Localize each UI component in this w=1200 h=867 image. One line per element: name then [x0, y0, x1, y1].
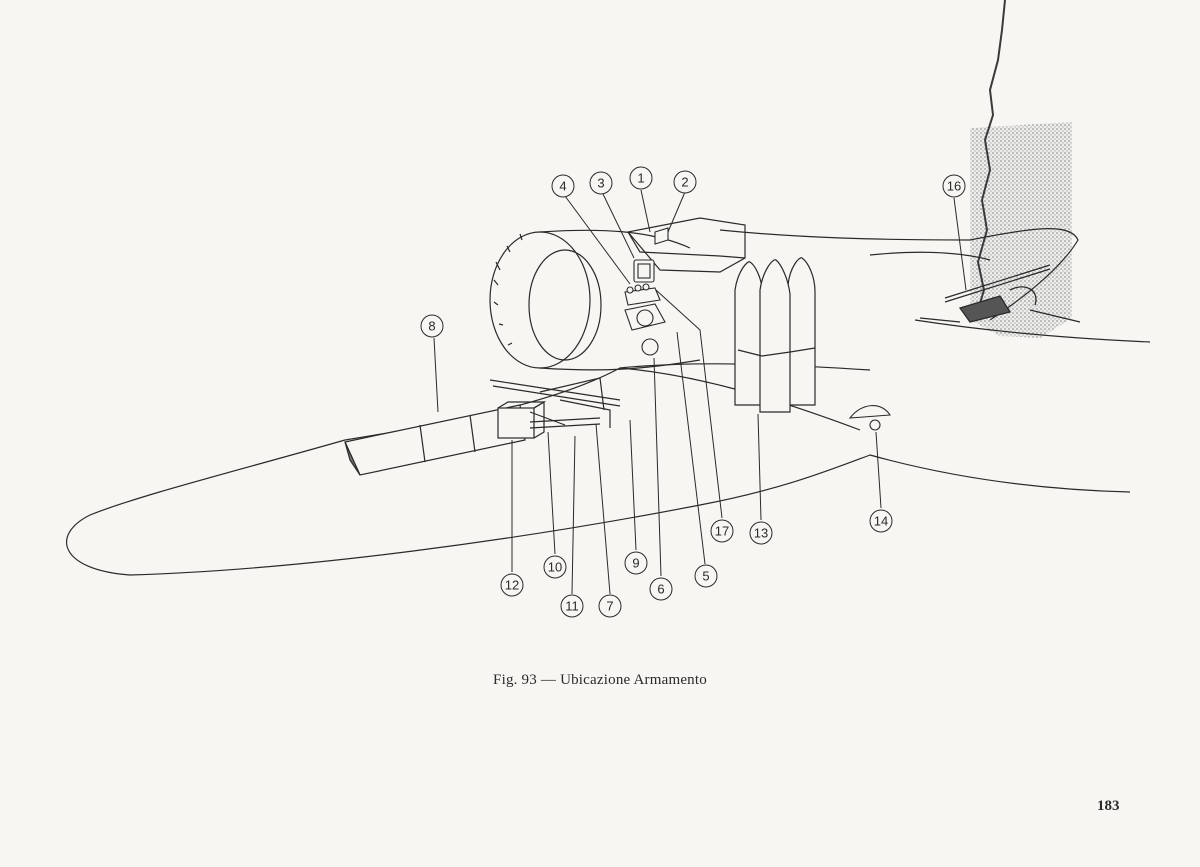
callout-9-label: 9	[632, 556, 639, 571]
caption-separator: —	[540, 672, 557, 688]
cockpit-instruments	[624, 227, 891, 431]
callout-16-label: 16	[947, 179, 961, 194]
callout-3: 3	[589, 171, 613, 195]
leader-lines	[433, 189, 967, 595]
callout-17-label: 17	[715, 524, 729, 539]
callout-16: 16	[942, 174, 966, 198]
callout-7: 7	[598, 594, 622, 618]
callout-9: 9	[624, 551, 648, 575]
callout-6-label: 6	[657, 582, 664, 597]
callout-10-label: 10	[548, 560, 562, 575]
figure-caption: Fig. 93 — Ubicazione Armamento	[0, 672, 1200, 689]
figure-label: Fig. 93	[493, 672, 537, 688]
callout-2-label: 2	[681, 175, 688, 190]
callout-7-label: 7	[606, 599, 613, 614]
callout-4-label: 4	[559, 179, 566, 194]
callout-13: 13	[749, 521, 773, 545]
callout-1-label: 1	[637, 171, 644, 186]
callout-11: 11	[560, 594, 584, 618]
callout-5-label: 5	[702, 569, 709, 584]
callout-3-label: 3	[597, 176, 604, 191]
callout-5: 5	[694, 564, 718, 588]
callout-1: 1	[629, 166, 653, 190]
callout-12: 12	[500, 573, 524, 597]
callout-8: 8	[420, 314, 444, 338]
callout-14-label: 14	[874, 514, 888, 529]
callout-2: 2	[673, 170, 697, 194]
callout-6: 6	[649, 577, 673, 601]
bomb-cluster	[734, 257, 816, 413]
callout-12-label: 12	[505, 578, 519, 593]
callout-10: 10	[543, 555, 567, 579]
rear-gun	[919, 264, 1081, 323]
callout-13-label: 13	[754, 526, 768, 541]
page-number: 183	[1097, 798, 1120, 814]
callout-8-label: 8	[428, 319, 435, 334]
callouts: 1 2 3 4 5 6 7 8 9 10 11 12 13 14 16 17	[420, 166, 966, 618]
callout-11-label: 11	[565, 599, 579, 614]
wing-gun-assembly	[344, 377, 621, 476]
figure-title: Ubicazione Armamento	[560, 672, 707, 688]
callout-14: 14	[869, 509, 893, 533]
callout-4: 4	[551, 174, 575, 198]
callout-17: 17	[710, 519, 734, 543]
rear-shaded-area	[970, 0, 1072, 338]
